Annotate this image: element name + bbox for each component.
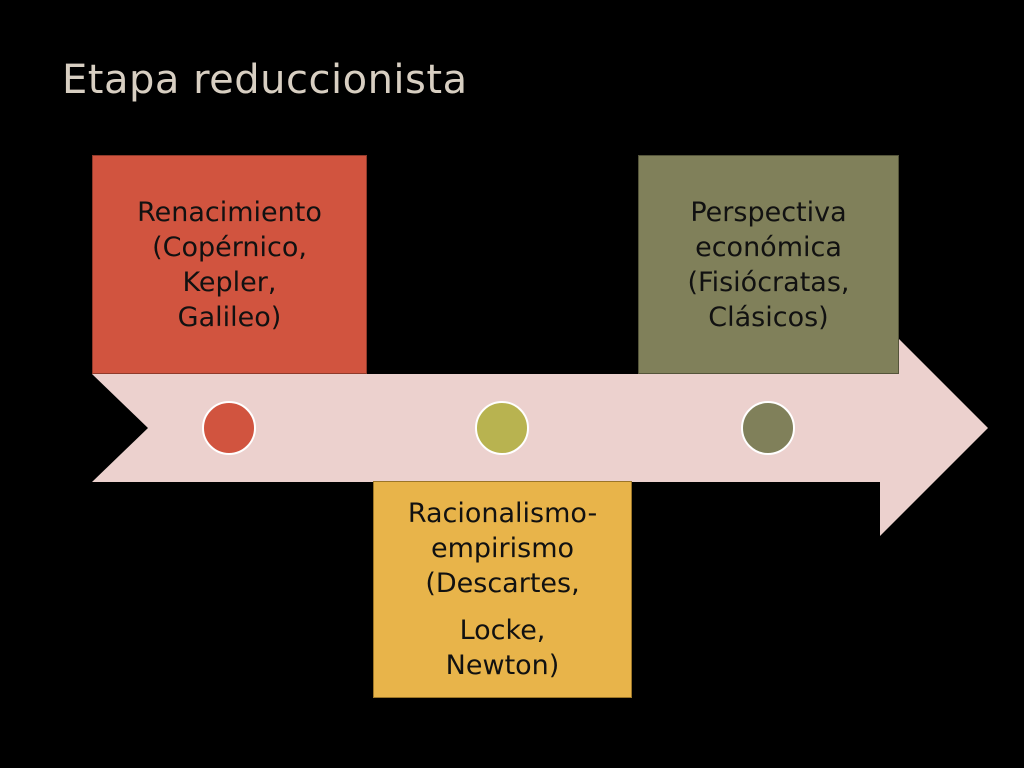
timeline-dot-renacimiento	[202, 401, 256, 455]
timeline-dot-perspectiva	[741, 401, 795, 455]
event-line: empirismo	[430, 533, 575, 564]
event-line: Racionalismo-	[407, 498, 598, 529]
event-line: (Descartes,	[425, 568, 580, 599]
event-line: Renacimiento	[137, 196, 322, 228]
timeline-arrow	[92, 320, 988, 536]
event-box-racionalismo: Racionalismo- empirismo (Descartes, Lock…	[373, 481, 632, 698]
event-line: Newton)	[445, 650, 560, 681]
event-box-renacimiento: Renacimiento (Copérnico, Kepler, Galileo…	[92, 155, 367, 374]
event-line: económica	[695, 231, 842, 263]
timeline-dot-racionalismo	[475, 401, 529, 455]
event-line: Clásicos)	[708, 301, 829, 333]
event-box-perspectiva: Perspectiva económica (Fisiócratas, Clás…	[638, 155, 899, 374]
event-line: Perspectiva	[690, 196, 847, 228]
event-line: (Fisiócratas,	[687, 266, 850, 298]
event-line: (Copérnico,	[152, 231, 307, 263]
slide-title: Etapa reduccionista	[62, 57, 468, 103]
event-line: Locke,	[459, 615, 546, 646]
event-line: Galileo)	[177, 301, 282, 333]
event-line: Kepler,	[182, 266, 277, 298]
